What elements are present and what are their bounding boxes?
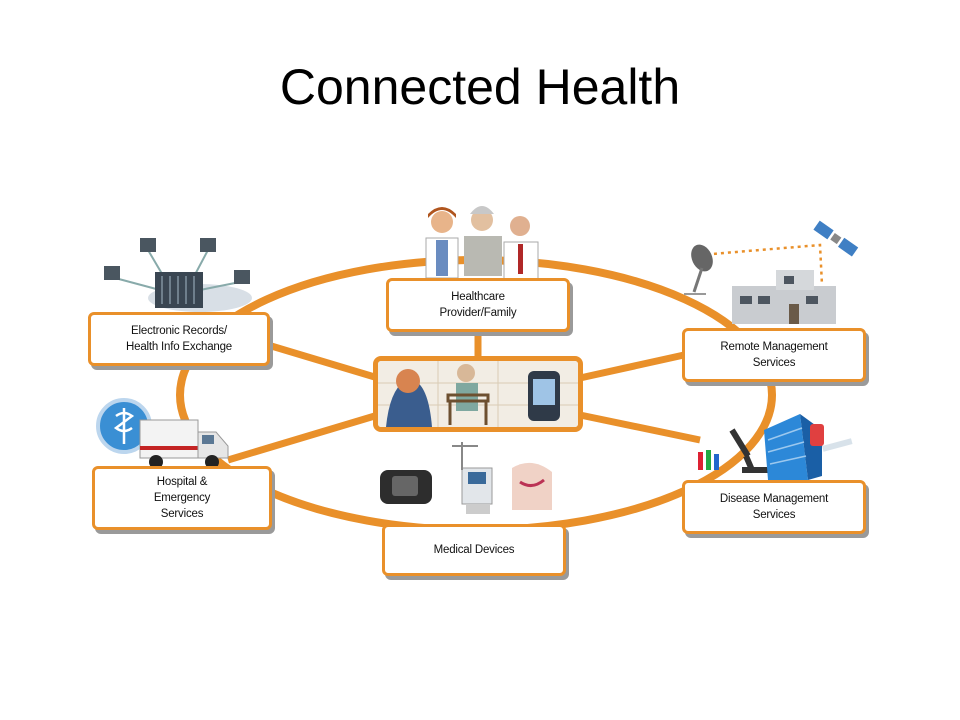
spoke-disease [579,411,701,444]
node-hospital-emergency: Hospital & Emergency Services [92,466,272,530]
spoke-remote [579,351,685,382]
medical-equipment-icon [380,442,552,514]
center-hub [373,356,583,432]
ambulance-caduceus-icon [96,398,229,469]
node-remote-management: Remote Management Services [682,328,866,382]
patient-with-devices-icon [378,361,578,427]
lab-building-icon [698,414,853,480]
doctors-people-icon [425,206,539,283]
page-title: Connected Health [279,59,681,115]
spokes [226,330,701,464]
spoke-records [266,341,380,382]
node-medical-devices: Medical Devices [382,524,566,576]
spoke-hospital [226,411,380,464]
node-disease-management: Disease Management Services [682,480,866,534]
satellite-building-icon [684,219,860,324]
node-healthcare-provider-family: Healthcare Provider/Family [386,278,570,332]
server-network-icon [104,238,252,312]
node-electronic-records: Electronic Records/ Health Info Exchange [88,312,270,366]
